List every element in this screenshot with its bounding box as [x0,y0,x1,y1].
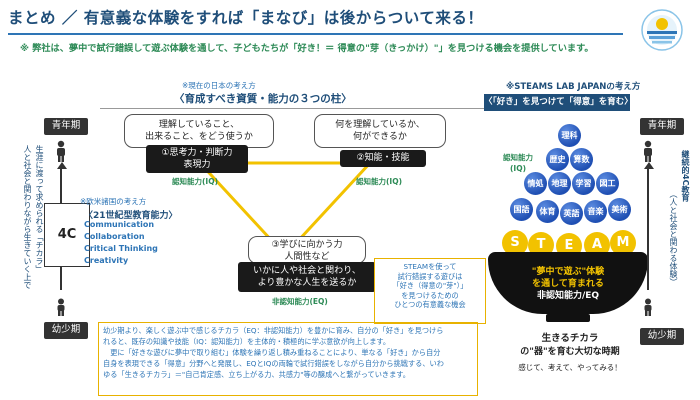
subject-ball: 音楽 [584,200,607,223]
arrow-up-icon [57,162,67,169]
pillar1-label-line2: 表現力 [146,159,248,171]
pillar1-question-line1: 理解していること、 [125,119,273,131]
steams-footer-line3: 感じて、考えて、やってみる！ [505,362,635,373]
subject-ball: 情処 [524,172,547,195]
child-person-icon [641,298,655,316]
pillar1-category: 認知能力(IQ) [172,176,218,187]
pillar1-label-line1: ①思考力・判断力 [146,147,248,159]
page-title: まとめ ／ 有意義な体験をすれば「まなび」は後からついて来る！ [8,6,483,28]
summary-line: 自身を表現できる「得意」分野へと発展し、EQとIQの両輪で試行錯誤をしながら自分… [103,358,473,369]
steams-note-line: 試行錯誤する遊びは [375,272,485,282]
subject-ball: 国語 [510,198,533,221]
japan-model-title: 〈育成すべき資質・能力の３つの柱〉 [174,91,352,106]
subject-ball: 理科 [558,124,581,147]
intro-statement: ※ 弊社は、夢中で試行錯誤して遊ぶ体験を通して、子どもたちが「好き！＝ 得意の"… [20,40,594,54]
subject-ball: 算数 [570,148,593,171]
label-childhood-right: 幼少期 [640,328,684,345]
steams-footer-line2: の"器"を育む大切な時期 [505,344,635,357]
subject-ball: 地理 [548,172,571,195]
japan-model-divider [100,108,484,109]
header-divider [8,33,623,35]
pillar3-label-line1: ③学びに向かう力 [249,239,365,251]
subject-balls: 理科 歴史 算数 情処 地理 学習 図工 国語 体育 英語 音楽 美術 [504,116,634,236]
steams-banner: 〈「好き」を見つけて「得意」を育む〉 [484,94,630,111]
pillar3-question: いかに人や社会と関わり、 より豊かな人生を送るか [238,262,376,292]
fourc-item: Critical Thinking [84,243,158,255]
pillar2-label: ②知能・技能 [340,150,426,167]
steams-note-line: STEAMを使って [375,262,485,272]
label-youth-right: 青年期 [640,118,684,135]
fourc-item: Collaboration [84,231,158,243]
summary-line: 更に「好きな遊びに夢中で取り組む」体験を繰り返し積み重ねることにより、単なる「好… [103,347,473,358]
label-youth-left: 青年期 [44,118,88,135]
pillar3-question-line2: より豊かな人生を送るか [238,277,376,289]
summary-line: れると、既存の知識や技能（IQ：認知能力）を主体的・積極的に学ぶ意欲が向上します… [103,336,473,347]
pillar2-category: 認知能力(IQ) [356,176,402,187]
steams-footer-line1: 生きるチカラ [520,330,620,344]
fourc-item: Creativity [84,255,158,267]
subject-ball: 学習 [572,172,595,195]
arrow-up-icon [644,162,654,169]
subject-ball: 英語 [560,202,583,225]
pillar1-question: 理解していること、 出来ること、をどう使うか [124,114,274,148]
continuous-4c-text: 継続的4C教育 [680,150,690,230]
western-note: ※欧米諸国の考え方 [80,196,146,207]
pillar1-label: ①思考力・判断力 表現力 [146,145,248,173]
pillar2-question: 何を理解しているか、 何ができるか [314,114,446,148]
steams-model-note: ※STEAMS LAB JAPANの考え方 [506,80,640,92]
steams-lab-logo [630,4,694,54]
adult-person-icon [640,140,656,162]
lifelong-skill-text-2: 生涯に渡って求められる「チカラ」 [34,145,44,295]
summary-text-box: 幼少期より、楽しく遊ぶ中で感じるチカラ（EQ：非認知能力）を豊かに育み、自分の「… [98,322,478,396]
fourc-list: Communication Collaboration Critical Thi… [84,219,158,267]
subject-ball: 図工 [596,172,619,195]
summary-line: ゆる「生きるチカラ」＝"自己肯定感、立ち上がる力、共感力"等の醸成へと繋がってい… [103,369,473,380]
japan-model-note: ※現在の日本の考え方 [182,80,256,91]
subject-ball: 歴史 [546,148,569,171]
pillar1-question-line2: 出来ること、をどう使うか [125,131,273,143]
pillar2-question-line2: 何ができるか [315,131,445,143]
bowl-stand [546,314,590,322]
steams-note-line: を見つけるための [375,291,485,301]
steams-note-line: ひとつの有意義な機会 [375,300,485,310]
steams-note-line: 「好き（得意の"芽"）」 [375,281,485,291]
society-experience-text: （人と社会と関わる体験） [668,190,678,300]
steams-note-box: STEAMを使って 試行錯誤する遊びは 「好き（得意の"芽"）」 を見つけるため… [374,258,486,324]
life-stage-line-right [647,166,649,290]
pillar3-label: ③学びに向かう力 人間性など [248,236,366,264]
pillar2-question-line1: 何を理解しているか、 [315,119,445,131]
subject-ball: 美術 [608,198,631,221]
label-childhood-left: 幼少期 [44,322,88,339]
bowl-line1: "夢中で遊ぶ"体験 [488,266,648,278]
subject-ball: 体育 [536,200,559,223]
lifelong-skill-text-1: 人と社会と関わりながら生きていく上で [22,145,32,315]
eq-bowl: "夢中で遊ぶ"体験 を通して育まれる 非認知能力/EQ [488,252,648,314]
summary-line: 幼少期より、楽しく遊ぶ中で感じるチカラ（EQ：非認知能力）を豊かに育み、自分の「… [103,325,473,336]
bowl-line3: 非認知能力/EQ [488,290,648,302]
pillar3-question-line1: いかに人や社会と関わり、 [238,265,376,277]
adult-person-icon [53,140,69,162]
bowl-line2: を通して育まれる [488,278,648,290]
fourc-item: Communication [84,219,158,231]
child-person-icon [54,298,68,316]
pillar3-category: 非認知能力(EQ) [272,296,328,307]
